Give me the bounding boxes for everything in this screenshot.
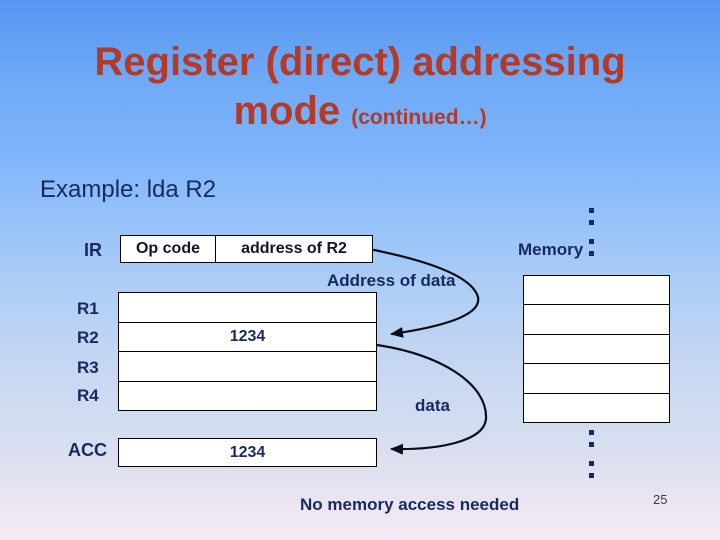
ir-label: IR	[84, 240, 102, 260]
data-label: data	[415, 396, 450, 415]
page-number: 25	[653, 492, 668, 507]
address-of-data-label: Address of data	[327, 271, 456, 290]
slide-title-line1: Register (direct) addressing	[94, 40, 626, 84]
slide-title-line2-suffix: (continued…)	[351, 105, 487, 129]
footer-note: No memory access needed	[300, 495, 520, 514]
ir-address-cell: address of R2	[241, 240, 347, 257]
ir-opcode-cell: Op code	[121, 236, 216, 262]
arrow-ir-to-r2	[372, 248, 480, 338]
memory-row	[524, 392, 669, 422]
slide-title-line2: mode (continued…)	[0, 87, 720, 136]
register-row-r4	[119, 380, 376, 411]
register-label-r2: R2	[77, 328, 99, 347]
register-row-r3	[119, 351, 376, 381]
colon-dots-icon	[589, 430, 594, 447]
colon-dots-icon	[589, 208, 594, 225]
slide-title-line2-main: mode	[233, 88, 341, 133]
vertical-dots-icon	[589, 430, 594, 478]
acc-register-box: 1234	[118, 438, 377, 467]
register-row-r2: 1234	[119, 321, 376, 352]
slide-title: Register (direct) addressing mode (conti…	[0, 38, 720, 136]
example-text: Example: lda R2	[40, 176, 217, 203]
memory-row	[524, 363, 669, 392]
memory-row	[524, 333, 669, 363]
register-label-r1: R1	[77, 299, 99, 318]
register-row-r1	[119, 293, 376, 322]
colon-dots-icon	[589, 461, 594, 478]
register-file-table: 1234	[118, 292, 377, 411]
memory-row	[524, 304, 669, 333]
memory-label: Memory	[518, 240, 584, 259]
register-label-r3: R3	[77, 358, 99, 377]
memory-row	[524, 276, 669, 304]
memory-table	[523, 275, 670, 423]
register-label-r4: R4	[77, 386, 99, 405]
ir-register-box: Op code address of R2	[120, 235, 373, 263]
vertical-dots-icon	[589, 208, 594, 256]
colon-dots-icon	[589, 239, 594, 256]
acc-label: ACC	[68, 440, 107, 460]
